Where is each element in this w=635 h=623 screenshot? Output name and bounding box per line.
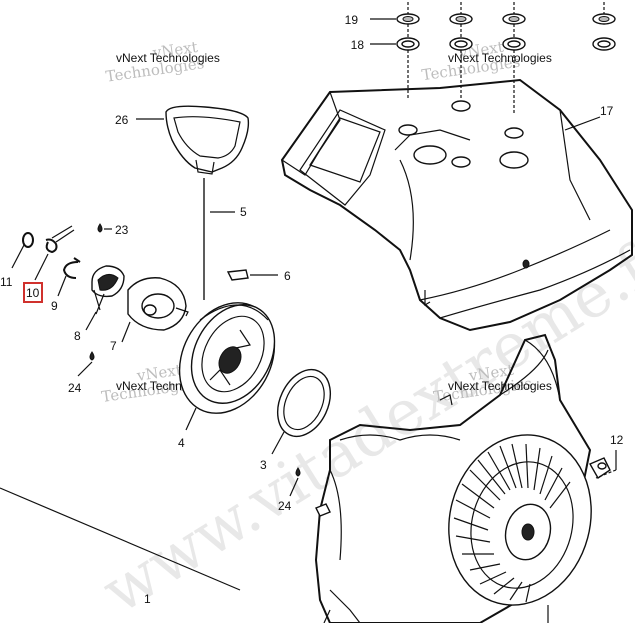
watermark-tag-1: vNext Technologies: [116, 51, 220, 65]
callout-24-right: 24: [278, 499, 292, 513]
part-10-spring: [34, 225, 75, 281]
part-18-grommets: [370, 24, 616, 115]
part-11-clip: [11, 232, 34, 269]
callout-10: 10: [26, 286, 40, 300]
callout-23: 23: [115, 223, 129, 237]
part-8-pawl: [85, 265, 125, 331]
part-6-small-key: [226, 269, 278, 281]
part-7-cam: [121, 277, 189, 343]
watermark-tag-2: vNext Technologies: [448, 51, 552, 65]
callout-17: 17: [600, 104, 614, 118]
callout-6: 6: [284, 269, 291, 283]
callout-11: 11: [0, 275, 13, 289]
part-17-upper-cover: [280, 78, 633, 332]
part-5-rope: [203, 178, 235, 300]
callout-12: 12: [610, 433, 624, 447]
callout-26: 26: [115, 113, 129, 127]
part-9-retainer: [57, 257, 81, 297]
callout-1: 1: [144, 592, 151, 606]
callout-5: 5: [240, 205, 247, 219]
callout-3: 3: [260, 458, 267, 472]
watermark-tag-4: vNext Technologies: [448, 379, 552, 393]
part-3-recoil-spring: [271, 368, 332, 455]
part-12-bolt: [589, 450, 617, 479]
callout-24-left: 24: [68, 381, 82, 395]
part-26-rope-handle: [136, 105, 250, 175]
callout-18: 18: [351, 38, 365, 52]
part-24-grease-right: [289, 467, 301, 497]
part-1-fan-housing: [0, 333, 592, 623]
highlight-part-10-box: [23, 282, 43, 303]
callout-4: 4: [178, 436, 185, 450]
part-4-starter-pulley: [178, 302, 276, 431]
callout-8: 8: [74, 329, 81, 343]
part-23-grease: [97, 223, 112, 233]
callout-19: 19: [345, 13, 359, 27]
callout-9: 9: [51, 299, 58, 313]
callout-7: 7: [110, 339, 117, 353]
part-24-grease-left: [77, 351, 95, 377]
part-19-washers: [370, 2, 616, 25]
